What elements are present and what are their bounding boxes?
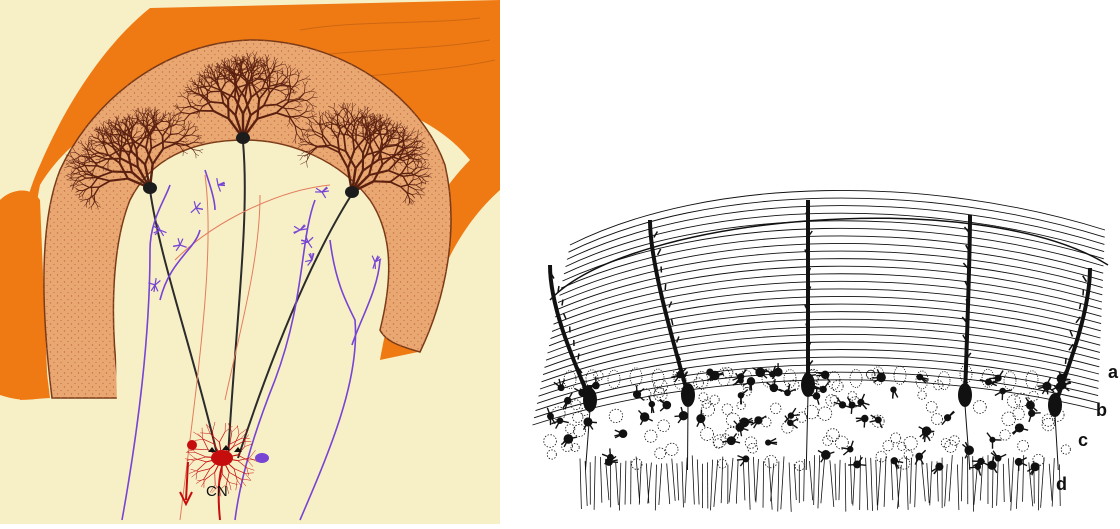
layer-label-d: d	[1056, 474, 1067, 494]
layer-label-b: b	[1096, 400, 1107, 420]
purple-terminal-dot	[255, 453, 269, 463]
purkinje-cell-right-soma	[345, 186, 359, 198]
layer-label-a: a	[1108, 362, 1119, 382]
cerebellar-cortex-drawing: a b c d	[510, 0, 1120, 524]
layer-label-c: c	[1078, 430, 1088, 450]
white-matter-fiber	[1038, 464, 1039, 510]
cn-label: CN	[206, 483, 228, 500]
purkinje-cell-left-soma	[143, 182, 157, 194]
purkinje-cell-top-soma	[236, 132, 250, 144]
red-terminal-dot	[187, 440, 197, 450]
cerebellar-folium-diagram: CN	[0, 0, 500, 524]
left-outer-lobe	[0, 191, 48, 400]
